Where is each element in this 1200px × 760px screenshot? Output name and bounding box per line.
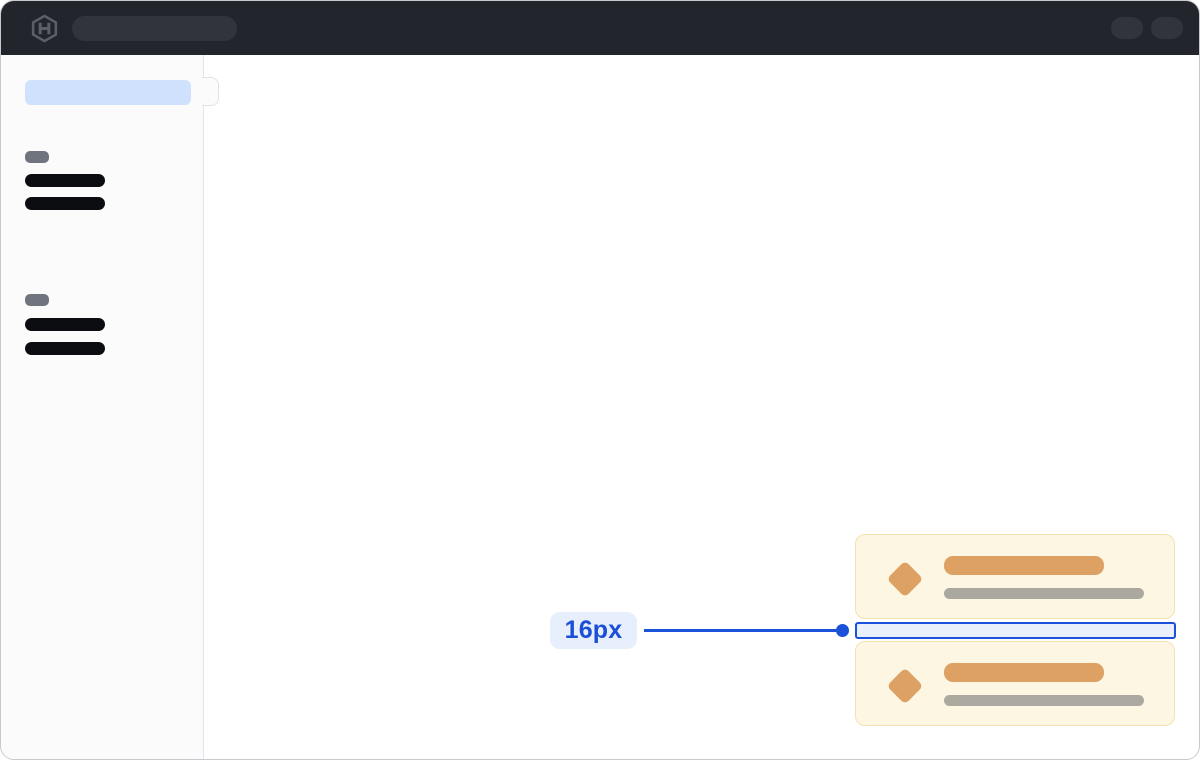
sidebar-section-label-skeleton [25, 294, 49, 306]
sidebar-nav-item-skeleton[interactable] [25, 174, 105, 187]
sidebar-collapse-toggle[interactable] [202, 77, 219, 106]
measure-dot-icon [836, 624, 849, 637]
toast-title-skeleton [944, 556, 1104, 575]
top-nav-bar [1, 1, 1199, 55]
alert-diamond-icon [886, 560, 924, 598]
measure-line [644, 629, 840, 632]
toast-warning [855, 641, 1175, 726]
alert-diamond-icon [886, 667, 924, 705]
sidebar-nav-item-skeleton[interactable] [25, 197, 105, 210]
sidebar-section-label-skeleton [25, 151, 49, 163]
side-nav [1, 55, 204, 759]
search-input-skeleton[interactable] [72, 15, 237, 41]
spacing-highlight-rect [855, 622, 1176, 639]
toast-title-skeleton [944, 663, 1104, 682]
sidebar-nav-item-skeleton[interactable] [25, 318, 105, 331]
toast-warning [855, 534, 1175, 619]
toast-description-skeleton [944, 588, 1144, 599]
spacing-value-label: 16px [550, 612, 637, 649]
user-menu-skeleton[interactable] [1151, 17, 1183, 39]
sidebar-nav-item-skeleton[interactable] [25, 342, 105, 355]
hashicorp-logo-icon [29, 13, 59, 43]
sidebar-active-item-skeleton[interactable] [25, 80, 191, 105]
toast-description-skeleton [944, 695, 1144, 706]
help-menu-skeleton[interactable] [1111, 17, 1143, 39]
